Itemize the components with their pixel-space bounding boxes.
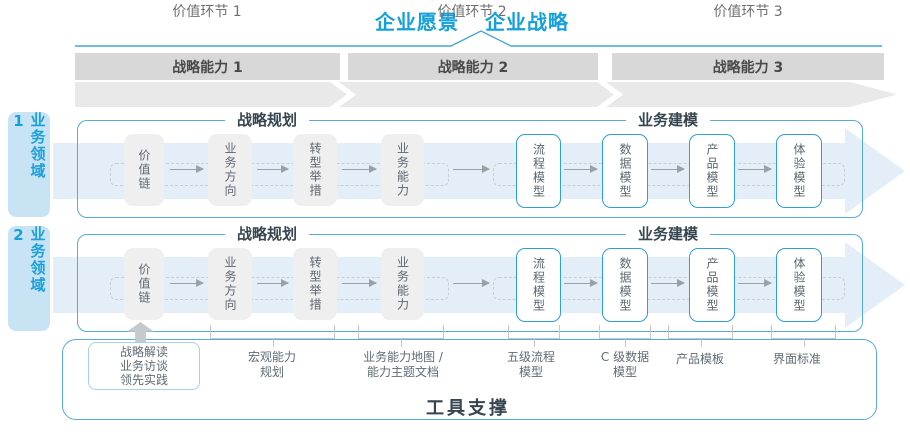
arrow-right-icon	[564, 165, 598, 173]
arrow-right-icon	[453, 279, 490, 287]
arrow-right-icon	[453, 165, 490, 173]
tool-support-container	[62, 339, 877, 420]
domain-row-2-container	[77, 234, 863, 332]
capability-band-2: 战略能力 2	[348, 53, 598, 80]
box-label: 产品模型	[705, 143, 719, 199]
arrow-right-icon	[257, 165, 289, 173]
box-experience-model-row2: 体验模型	[776, 248, 822, 322]
box-value-chain-row1: 价值链	[124, 134, 164, 206]
arrow-right-icon	[738, 279, 772, 287]
modeling-header-row1: 业务建模	[625, 111, 711, 129]
box-transformation-initiatives-row2: 转型举措	[293, 248, 337, 320]
annotation-capability-map-docs: 业务能力地图 / 能力主题文档	[363, 350, 443, 379]
box-label: 体验模型	[792, 257, 806, 313]
brace-connector-icon	[358, 325, 444, 347]
annotation-interface-standard: 界面标准	[772, 352, 822, 366]
box-value-chain-row2: 价值链	[124, 248, 164, 320]
box-business-capability-row2: 业务能力	[381, 248, 424, 320]
tool-support-label: 工具支撑	[426, 398, 510, 419]
box-label: 体验模型	[792, 143, 806, 199]
value-link-strip	[75, 82, 897, 107]
arrow-right-icon	[738, 165, 772, 173]
domain-label-1: 业务领域 1	[8, 112, 50, 217]
arrow-right-icon	[170, 279, 204, 287]
arrow-right-icon	[170, 165, 204, 173]
arrow-right-icon	[257, 279, 289, 287]
planning-header-row2: 战略规划	[224, 225, 310, 243]
modeling-header-row2: 业务建模	[625, 225, 711, 243]
brace-connector-icon	[599, 325, 651, 347]
dashed-track-planning-row1	[110, 163, 449, 186]
practice-methods-box: 战略解读 业务访谈 领先实践	[88, 342, 200, 390]
annotation-c-level-data-model: C 级数据 模型	[600, 350, 650, 379]
box-product-model-row1: 产品模型	[689, 134, 735, 208]
box-data-model-row2: 数据模型	[602, 248, 648, 322]
box-experience-model-row1: 体验模型	[776, 134, 822, 208]
box-label: 业务能力	[395, 256, 410, 312]
annotation-product-template: 产品模板	[675, 352, 725, 366]
brace-connector-icon	[668, 325, 733, 347]
dashed-track-modeling-row2	[493, 277, 845, 300]
value-link-1: 价值环节 1	[172, 4, 242, 20]
domain-row-1-container	[77, 120, 863, 218]
arrow-right-icon	[342, 279, 377, 287]
vision-underline	[75, 30, 882, 47]
box-label: 转型举措	[308, 256, 322, 312]
arrow-right-icon	[651, 279, 685, 287]
arrow-right-icon	[651, 165, 685, 173]
box-label: 价值链	[137, 149, 151, 191]
dashed-track-modeling-row1	[493, 163, 845, 186]
brace-connector-icon	[210, 325, 335, 347]
arrow-right-icon	[564, 279, 598, 287]
box-business-direction-row2: 业务方向	[208, 248, 252, 320]
capability-band-1: 战略能力 1	[75, 53, 340, 80]
value-link-3: 价值环节 3	[713, 4, 783, 20]
arrow-right-icon	[342, 165, 377, 173]
box-business-direction-row1: 业务方向	[208, 134, 252, 206]
capability-band-3: 战略能力 3	[612, 53, 884, 80]
top-title-row: 企业愿景 企业战略	[375, 6, 569, 35]
box-label: 流程模型	[531, 257, 546, 313]
value-link-2: 价值环节 2	[437, 4, 507, 20]
dashed-track-planning-row2	[110, 277, 449, 300]
box-label: 转型举措	[308, 142, 322, 198]
box-product-model-row2: 产品模型	[689, 248, 735, 322]
planning-header-row1: 战略规划	[224, 111, 310, 129]
box-business-capability-row1: 业务能力	[381, 134, 424, 206]
annotation-five-level-process-model: 五级流程 模型	[506, 350, 556, 379]
box-label: 业务方向	[223, 256, 237, 312]
annotation-macro-capability-planning: 宏观能力 规划	[247, 350, 297, 379]
brace-connector-icon	[771, 325, 836, 347]
enterprise-vision-title: 企业愿景	[375, 10, 459, 34]
box-label: 业务方向	[223, 142, 237, 198]
box-label: 数据模型	[618, 257, 632, 313]
box-process-model-row1: 流程模型	[516, 134, 561, 208]
box-label: 产品模型	[705, 257, 719, 313]
box-label: 价值链	[137, 263, 151, 305]
box-process-model-row2: 流程模型	[516, 248, 561, 322]
box-data-model-row1: 数据模型	[602, 134, 648, 208]
enterprise-strategy-title: 企业战略	[485, 10, 569, 34]
box-label: 业务能力	[395, 142, 410, 198]
box-transformation-initiatives-row1: 转型举措	[293, 134, 337, 206]
brace-connector-icon	[508, 325, 560, 347]
box-label: 数据模型	[618, 143, 632, 199]
box-label: 流程模型	[531, 143, 546, 199]
domain-label-2: 业务领域 2	[8, 226, 50, 331]
